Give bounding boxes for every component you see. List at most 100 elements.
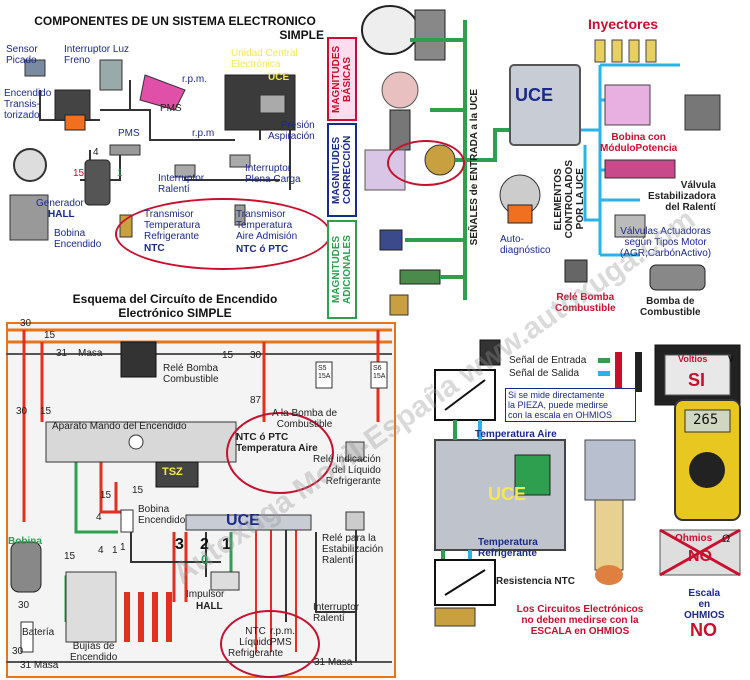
n30c-label: 30 [16,406,28,417]
label-ntc-ptc: NTC ó PTC [236,244,289,255]
label-bobina-encendido: Bobina Encendido [54,228,102,250]
hall-circuit-label: HALL [196,601,223,612]
n15b-label: 15 [222,350,234,361]
uce-circuit-label: UCE [226,512,260,529]
impulsor-label: Impulsor [186,589,225,600]
n30b-label: 30 [250,350,262,361]
valvula-estabilizadora-label: Válvula Estabilizadora del Ralentí [648,180,716,213]
fuse-s6-label: S6 15A [373,365,386,380]
label-transmisor-temp-aire: Transmisor Temperatura Aire Admisión [236,209,298,242]
bobina-modulo-label: Bobina con MóduloPotencia [600,132,678,154]
ntc-liquido-label: NTC Líquido Refrigerante [228,626,284,659]
measurement-drawing [434,339,741,627]
no-crossed-label: NO [688,548,712,565]
label-unidad-central: Unidad Central Electrónica [231,48,298,70]
bobina-encendido-circuit-label: Bobina Encendido [138,504,186,526]
interruptor-ralenti-circuit-label: Interruptor Ralentí [313,602,360,624]
label-n15: 15 [73,168,85,179]
valvulas-actuadoras-label: Válvulas Actuadoras según Tipos Motor (A… [620,226,712,259]
rpm-pms-label: r.p.m. PMS [270,626,296,648]
resistencia-ntc-label: Resistencia NTC [496,576,575,587]
rele-indicacion-label: Relé indicación del Líquido Refrigerante [313,454,381,487]
rail-31-label: 31 [56,348,68,359]
senal-entrada-swatch [598,358,610,363]
scheme-title-line-2: Electrónico SIMPLE [118,306,232,320]
top-left-title: COMPONENTES DE UN SISTEMA ELECTRONICO SI… [20,14,330,42]
label-rpm-1: r.p.m. [182,74,208,85]
autodiagnostico-label: Auto- diagnóstico [500,234,551,256]
elementos-controlados-label: ELEMENTOS CONTROLADOS POR LA UCE [553,160,586,239]
senal-salida-swatch [598,371,610,376]
components-drawing [9,59,296,241]
label-interruptor-ralenti: Interruptor Ralentí [158,173,205,195]
circuit-wiring [6,328,392,663]
bujias-label: Bujías de Encendido [70,641,118,663]
label-presion-aspiracion: Presión Aspiración [268,120,315,142]
no-label: NO [690,620,717,640]
magnitudes-correccion-box: MAGNITUDES CORRECCIÓN [327,123,357,217]
temperatura-aire-label: Temperatura Aire [475,429,557,440]
omega-label: Ω [722,533,731,545]
warning-label: Los Circuitos Electrónicos no deben medi… [516,604,644,637]
n15c-label: 15 [40,406,52,417]
n4-label: 4 [96,512,102,523]
label-interruptor-luz-freno: Interruptor Luz Freno [64,44,130,66]
rele-bomba-label: Relé Bomba Combustible [555,292,616,314]
bateria-label: Batería [22,627,55,638]
senal-salida-label: Señal de Salida [509,368,580,379]
volt-unit-label: V [728,354,735,364]
multimeter-display: 265 [693,412,719,428]
digit-1: 1 [222,536,231,553]
ntc-liquido-ring [220,610,320,678]
aparato-mando-label: Aparato Mando del Encendido [52,421,187,432]
input-highlight-ring [387,140,465,186]
bobina-numbers-15: 15 [64,551,76,562]
ntc-ptc-ring [226,412,334,494]
scheme-title: Esquema del Circuíto de Encendido Electr… [40,292,310,320]
bobina-image-label: Bobina [8,536,42,547]
masa31-label: 31 Masa [20,660,59,671]
label-encendido-transistorizado: Encendido Transis- torizado [4,88,52,121]
title-line-1: COMPONENTES DE UN SISTEMA ELECTRONICO [34,14,316,28]
temperatura-refrigerante-label: Temperatura Refrigerante [478,537,538,559]
masa-label: Masa [78,348,103,359]
uce-block-diagram [361,5,721,316]
title-line-2: SIMPLE [279,28,324,42]
label-rpm-2: r.p.m [192,128,215,139]
n30e-label: 30 [12,646,24,657]
bomba-combustible-label: Bomba de Combustible [640,296,701,318]
label-ntc: NTC [144,243,165,254]
ntc-ptc-temp-aire-label: NTC ó PTC Temperatura Aire [236,432,318,454]
label-pms: PMS [118,128,140,139]
label-n4: 4 [93,147,99,158]
label-pms-gear: PMS [160,103,182,114]
rele-estabilizacion-label: Relé para la Estabilización Ralentí [322,533,384,566]
rail-15-label: 15 [44,330,56,341]
senales-entrada-label: SEÑALES de ENTRADA a la UCE [468,88,480,246]
escala-ohmios-label: Escala en OHMIOS [684,588,725,621]
label-uce-small: UCE [268,72,290,83]
bobina-numbers-1: 1 [112,545,118,556]
masa31b-label: 31 Masa [314,657,353,668]
si-label: SI [688,370,706,390]
rele-bomba-circuit-label: Relé Bomba Combustible [163,363,219,385]
rail-30-label: 30 [20,318,32,329]
ohmios-label: Ohmios [675,533,713,544]
tsz-label: TSZ [162,466,183,478]
magnitudes-adicionales-box: MAGNITUDES ADICIONALES [327,220,357,319]
voltios-label: Voltios [678,354,708,364]
uce-main-label: UCE [515,85,554,105]
bobina-numbers-4: 4 [98,545,104,556]
label-n1: 1 [117,168,123,179]
a-la-bomba-label: A la Bomba de Combustible [272,408,338,430]
n15d-label: 15 [100,490,112,501]
digit-2: 2 [200,536,209,553]
n87-label: 87 [250,395,262,406]
magnitudes-basicas-box: MAGNITUDES BÁSICAS [327,37,357,121]
label-hall: HALL [48,209,75,220]
label-sensor-picado: Sensor Picado [6,44,38,66]
scheme-title-line-1: Esquema del Circuíto de Encendido [72,292,278,306]
senal-entrada-label: Señal de Entrada [509,355,587,366]
n30d-label: 30 [18,600,30,611]
label-generador: Generador [36,198,84,209]
